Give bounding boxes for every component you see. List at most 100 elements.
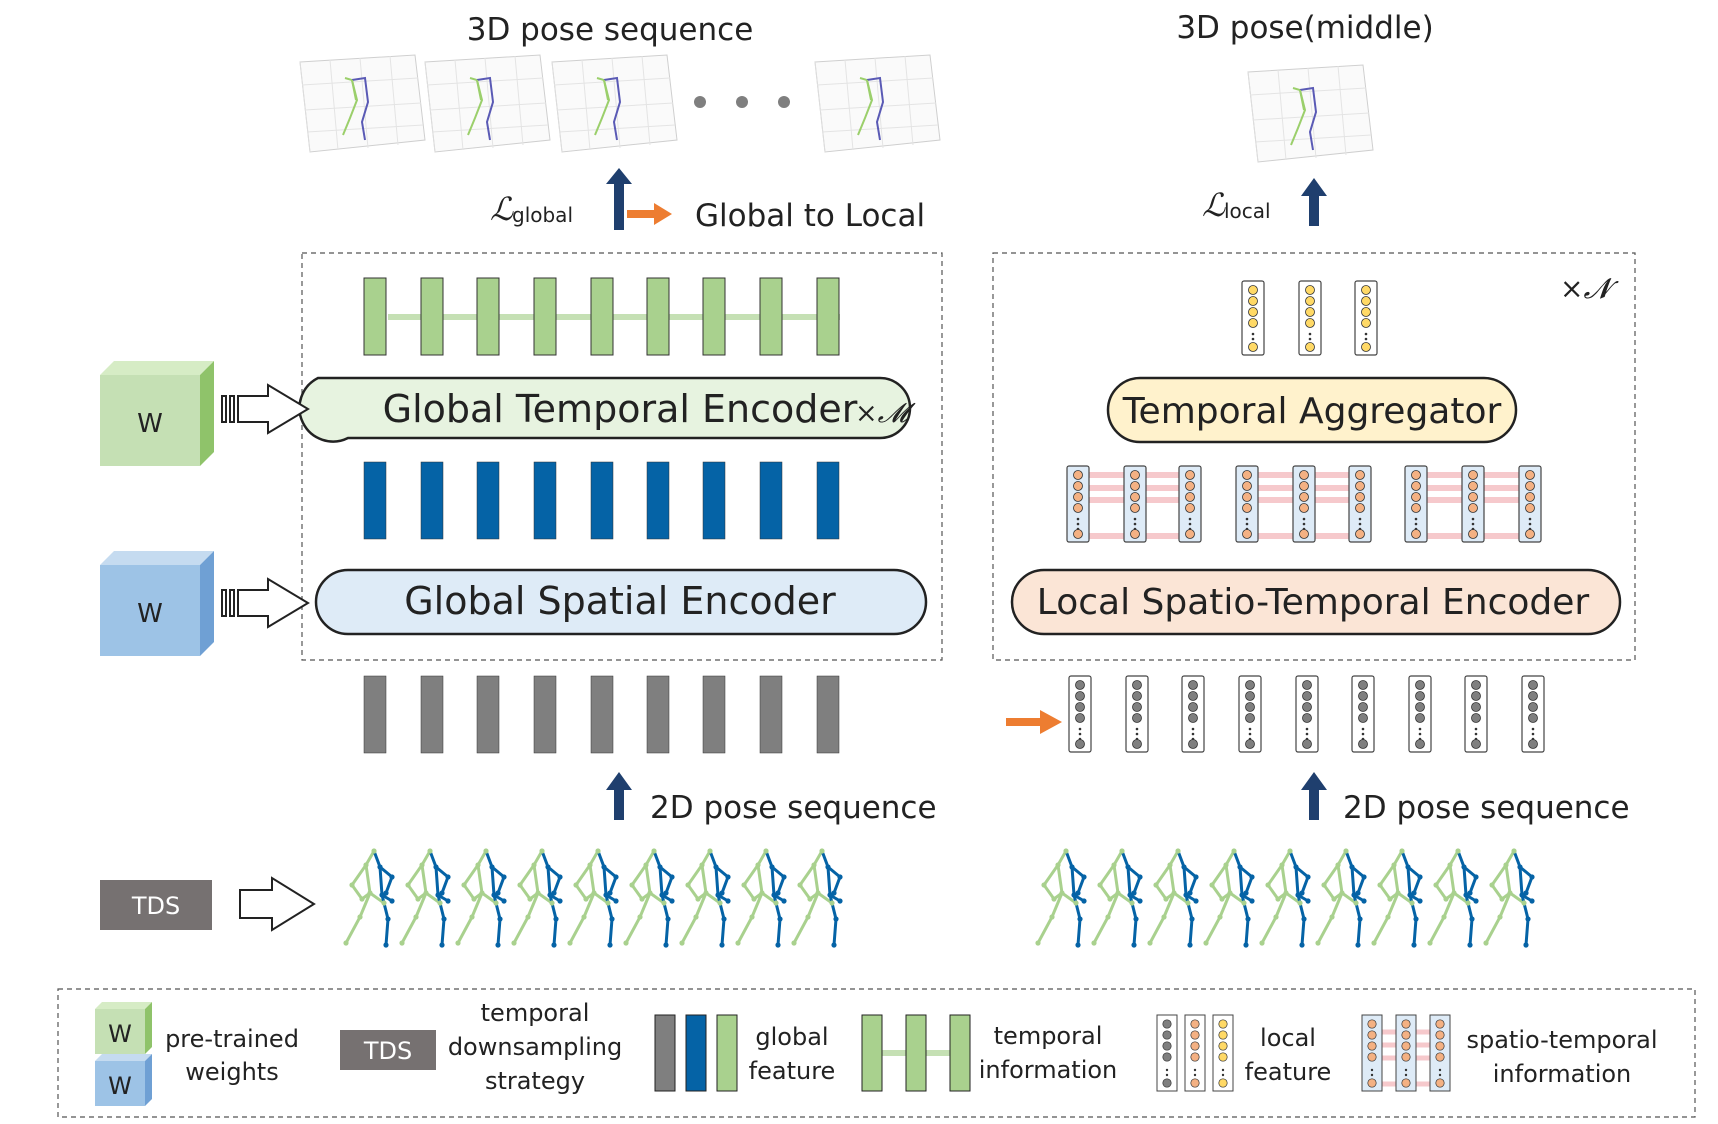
gray-feature-bar <box>363 675 387 754</box>
local-repeat-n: ×𝓝 <box>1560 272 1619 305</box>
blue-feature-bar <box>476 461 500 540</box>
legend-orange-col <box>1184 1014 1206 1092</box>
weight-label: W <box>137 599 163 629</box>
skeleton-2d <box>455 848 507 948</box>
blue-feature-bar <box>590 461 614 540</box>
2d-pose-sequence-label-left: 2D pose sequence <box>650 790 937 826</box>
gray-feature-bar <box>590 675 614 754</box>
legend-text: global <box>755 1023 828 1051</box>
legend-text: feature <box>749 1057 836 1085</box>
st-orange-column <box>1123 465 1147 543</box>
blue-feature-bar <box>702 461 726 540</box>
legend-spatio-temporal: spatio-temporal information <box>1361 1014 1658 1092</box>
input-feature-bars-gray <box>363 675 840 754</box>
st-orange-column <box>1348 465 1372 543</box>
global-spatial-encoder-label: Global Spatial Encoder <box>404 579 836 623</box>
gray-local-column <box>1464 675 1488 753</box>
legend-st-col <box>1361 1014 1383 1092</box>
skeleton-2d <box>1035 848 1087 948</box>
green-feature-bar <box>476 277 500 356</box>
gray-feature-bar <box>816 675 840 754</box>
up-arrow-icon <box>606 168 632 230</box>
local-st-encoder-label: Local Spatio-Temporal Encoder <box>1037 582 1590 623</box>
skeleton-2d <box>1427 848 1479 948</box>
tds-box <box>100 880 212 930</box>
pose-3d-frame <box>814 54 941 153</box>
spatio-temporal-group <box>1235 465 1372 543</box>
gray-local-column <box>1068 675 1092 753</box>
title-3d-pose-sequence: 3D pose sequence <box>467 12 754 48</box>
loss-global-symbol: ℒ <box>490 190 514 228</box>
pose-3d-frame <box>424 54 551 153</box>
legend-text: downsampling <box>448 1033 622 1061</box>
legend-text: information <box>1493 1060 1632 1088</box>
weight-cube-green: W <box>100 361 214 466</box>
up-arrow-icon <box>1301 772 1327 820</box>
st-orange-column <box>1292 465 1316 543</box>
skeleton-2d <box>1091 848 1143 948</box>
ellipsis-dot <box>694 96 706 108</box>
temporal-aggregator-label: Temporal Aggregator <box>1122 391 1502 432</box>
spatio-temporal-columns <box>1066 465 1542 543</box>
skeleton-2d <box>1147 848 1199 948</box>
blue-feature-bar <box>420 461 444 540</box>
2d-pose-skeletons-right <box>1035 848 1535 948</box>
loss-local-symbol: ℒ <box>1202 186 1226 224</box>
blue-feature-bar <box>533 461 557 540</box>
green-feature-bar <box>420 277 444 356</box>
spatio-temporal-group <box>1066 465 1202 543</box>
gray-local-column <box>1351 675 1375 753</box>
local-input-columns-gray <box>1068 675 1545 753</box>
skeleton-2d <box>735 848 787 948</box>
global-to-local-label: Global to Local <box>695 198 925 234</box>
gray-feature-bar <box>759 675 783 754</box>
gray-feature-bar <box>646 675 670 754</box>
global-feature-bars-green <box>363 277 840 356</box>
gray-local-column <box>1238 675 1262 753</box>
legend-tds-label: TDS <box>363 1037 412 1065</box>
blue-feature-bar <box>759 461 783 540</box>
gray-local-column <box>1181 675 1205 753</box>
blue-feature-bar <box>816 461 840 540</box>
2d-pose-skeletons-left <box>343 848 843 948</box>
legend-text: information <box>979 1056 1118 1084</box>
skeleton-2d <box>511 848 563 948</box>
global-feature-bars-blue <box>363 461 840 540</box>
title-3d-pose-middle: 3D pose(middle) <box>1176 10 1433 46</box>
legend-st-col <box>1395 1014 1417 1092</box>
legend-text: weights <box>185 1058 278 1086</box>
pose-3d-frame <box>551 54 678 153</box>
2d-pose-sequence-label-right: 2D pose sequence <box>1343 790 1630 826</box>
pose-3d-frames <box>299 54 1374 163</box>
legend-local-feature: local feature <box>1156 1014 1331 1092</box>
tds-label: TDS <box>131 892 180 920</box>
loss-local-subscript: local <box>1224 199 1271 223</box>
up-arrow-icon <box>1301 178 1327 226</box>
legend-w-green: W <box>108 1020 132 1048</box>
yellow-local-feature <box>1298 280 1322 356</box>
legend-text: temporal <box>481 999 590 1027</box>
legend-pretrained: W W pre-trained weights <box>95 1002 299 1106</box>
hollow-arrow-icon <box>221 577 310 629</box>
spatio-temporal-group <box>1404 465 1542 543</box>
green-feature-bar <box>759 277 783 356</box>
weight-cube-blue: W <box>100 551 214 656</box>
st-orange-column <box>1178 465 1202 543</box>
legend-box <box>57 988 1696 1118</box>
skeleton-2d <box>1483 848 1535 948</box>
hollow-arrow-icon <box>239 876 316 932</box>
skeleton-2d <box>1315 848 1367 948</box>
legend-text: spatio-temporal <box>1466 1026 1657 1054</box>
green-feature-bar <box>590 277 614 356</box>
legend-tds: TDS temporal downsampling strategy <box>340 999 622 1095</box>
legend-w-blue: W <box>108 1072 132 1100</box>
green-feature-bar <box>646 277 670 356</box>
st-orange-column <box>1461 465 1485 543</box>
pose-3d-frame <box>299 54 426 153</box>
orange-right-arrow-icon <box>627 203 672 225</box>
green-feature-bar <box>702 277 726 356</box>
gray-local-column <box>1408 675 1432 753</box>
orange-right-arrow-icon <box>1006 710 1062 734</box>
temporal-repeat-m: ×𝓜 <box>855 398 916 429</box>
